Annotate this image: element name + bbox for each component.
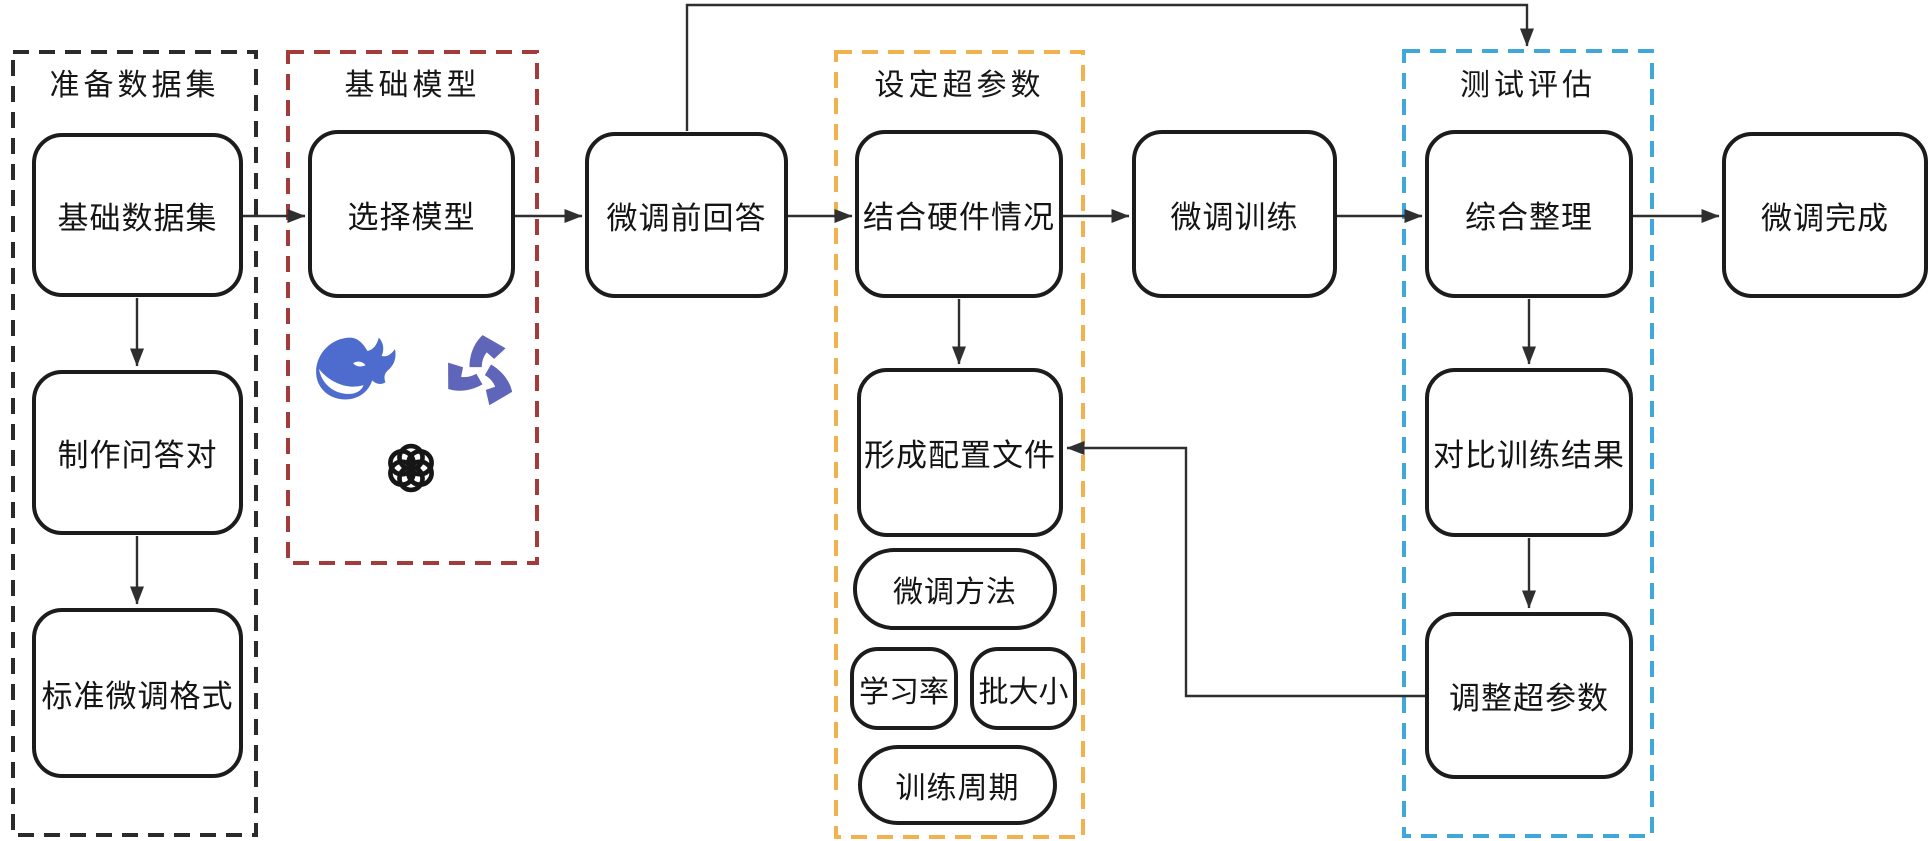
- node-finetune-training: 微调训练: [1132, 130, 1337, 298]
- node-standard-finetune-format: 标准微调格式: [32, 608, 243, 778]
- arrow-adjust-feedback-to-config-file: [1066, 441, 1425, 698]
- group-title-base-model: 基础模型: [344, 69, 481, 102]
- node-summary: 综合整理: [1425, 130, 1633, 298]
- node-compare-results: 对比训练结果: [1425, 368, 1633, 537]
- chatglm-trefoil-icon: [448, 335, 513, 406]
- knot-loop: [388, 448, 416, 477]
- group-test-eval-frame: [1402, 49, 1654, 838]
- node-hardware-condition: 结合硬件情况: [855, 130, 1063, 298]
- trefoil-arm: [448, 362, 483, 391]
- node-adjust-hyperparams: 调整超参数: [1425, 612, 1633, 779]
- group-title-prepare-dataset: 准备数据集: [49, 69, 220, 102]
- trefoil-arm: [484, 364, 513, 406]
- node-learning-rate: 学习率: [850, 647, 958, 730]
- trefoil-arm: [469, 335, 506, 368]
- node-make-qa-pairs: 制作问答对: [32, 370, 243, 535]
- node-finetune-method: 微调方法: [853, 548, 1057, 630]
- node-base-dataset: 基础数据集: [32, 133, 243, 297]
- whale-eye: [353, 361, 366, 367]
- whale-belly: [318, 369, 364, 394]
- group-title-set-hyperparams: 设定超参数: [874, 69, 1045, 102]
- openai-knot-icon: [388, 443, 434, 493]
- node-pre-finetune-answer: 微调前回答: [585, 132, 788, 298]
- node-select-model: 选择模型: [308, 130, 515, 298]
- node-finetune-done: 微调完成: [1722, 132, 1928, 298]
- group-title-test-eval: 测试评估: [1460, 69, 1596, 102]
- group-prepare-dataset-frame: [11, 50, 258, 837]
- deepseek-whale-icon: [316, 337, 396, 400]
- node-config-file: 形成配置文件: [857, 368, 1063, 537]
- arrow-pre-answer-bypass-to-test-eval: [685, 3, 1534, 131]
- group-base-model-frame: [286, 50, 539, 565]
- node-train-epochs: 训练周期: [858, 745, 1057, 825]
- knot-loop: [388, 459, 416, 488]
- node-batch-size: 批大小: [970, 647, 1077, 730]
